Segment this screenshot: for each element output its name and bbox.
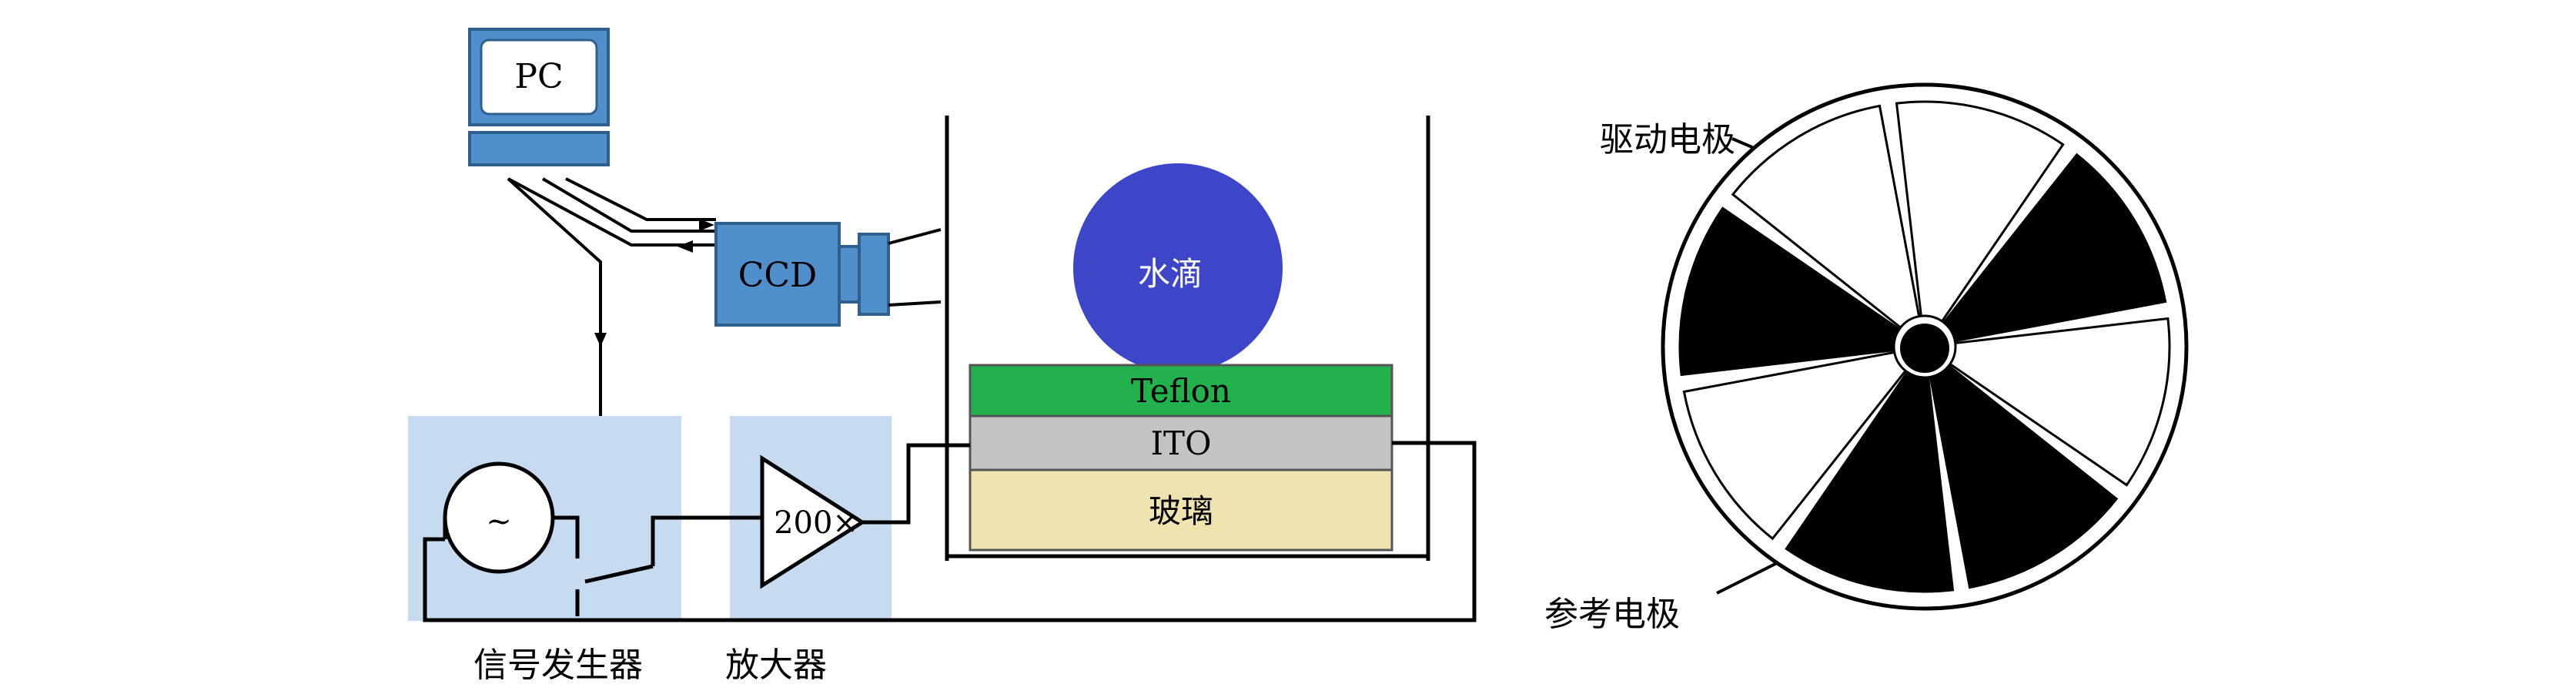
- container: [945, 116, 1430, 561]
- drive-electrode-segment: [1678, 206, 1902, 377]
- water-drop-label: 水滴: [1138, 255, 1203, 293]
- reference-electrode-segment: [1948, 317, 2171, 487]
- signal-generator: ~ 信号发生器: [408, 416, 681, 685]
- pc-label: PC: [514, 57, 563, 96]
- reference-electrode-segment: [1895, 100, 2065, 324]
- amplifier-label: 放大器: [725, 646, 827, 685]
- water-droplet: 水滴: [1073, 163, 1283, 373]
- ccd-camera: CCD: [714, 222, 942, 327]
- signal-generator-label: 信号发生器: [473, 646, 643, 685]
- amplifier-gain: 200×: [774, 505, 858, 541]
- amplifier: 200× 放大器: [725, 416, 892, 685]
- drive-electrode-segment: [1942, 153, 2167, 343]
- glass-layer: [969, 468, 1393, 552]
- electrode-pattern: [1661, 82, 2189, 611]
- glass-label: 玻璃: [1149, 492, 1213, 530]
- ccd-label: CCD: [738, 256, 818, 295]
- cable-arrowheads: [594, 219, 714, 347]
- signal-source-symbol: ~: [486, 504, 512, 539]
- reference-electrode-segment: [1682, 351, 1908, 541]
- reference-electrode-segment: [1731, 104, 1921, 330]
- teflon-layer: [969, 364, 1393, 418]
- pc-computer: PC: [468, 28, 610, 166]
- electrode-center: [1900, 324, 1949, 373]
- teflon-label: Teflon: [1131, 372, 1231, 410]
- reference-electrode-leader: [1716, 561, 1779, 595]
- reference-electrode-label: 参考电极: [1544, 595, 1680, 634]
- ito-layer: [969, 414, 1393, 471]
- drive-electrode-segment: [1785, 370, 1955, 593]
- ito-label: ITO: [1150, 424, 1211, 462]
- substrate-stack: Teflon ITO 玻璃: [969, 364, 1393, 552]
- drive-electrode-label: 驱动电极: [1600, 120, 1735, 159]
- circuit-wiring: [423, 441, 1477, 622]
- drive-electrode-segment: [1929, 364, 2119, 589]
